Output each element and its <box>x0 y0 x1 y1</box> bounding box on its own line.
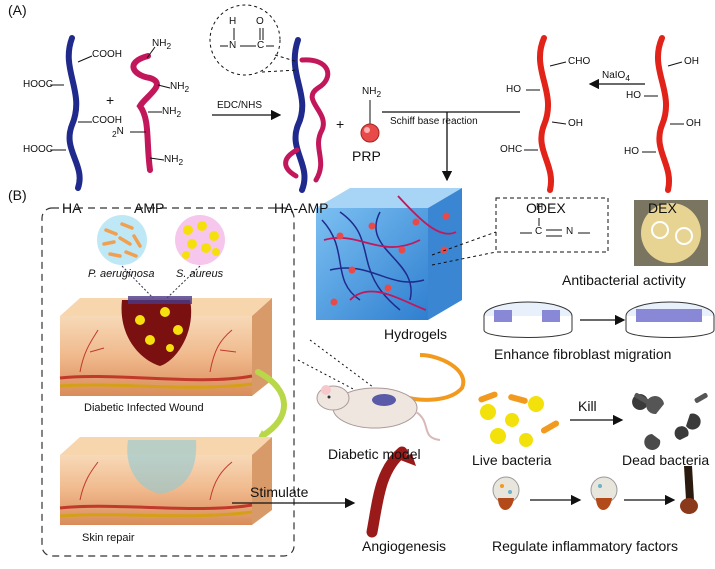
prp-nh2-sub: 2 <box>376 89 382 99</box>
infected-skin-block <box>59 296 272 396</box>
prp-nh2: NH2 <box>362 86 381 99</box>
dead-bacteria-label: Dead bacteria <box>622 452 710 468</box>
naio4-sub: 4 <box>625 73 630 83</box>
ha-amp-label: HA-AMP <box>274 200 329 216</box>
ha-cooh-top: COOH <box>92 49 122 60</box>
ha-chain <box>65 35 83 191</box>
angiogenesis-label: Angiogenesis <box>362 538 447 554</box>
dex-label: DEX <box>648 200 677 216</box>
dex-ho-1: HO <box>626 90 641 101</box>
amp-nh2-bottom-text: NH <box>164 154 179 165</box>
panel-b-label: (B) <box>8 187 27 203</box>
diabetic-model-label: Diabetic model <box>328 446 421 462</box>
amp-nh2-2-sub: 2 <box>184 84 190 94</box>
hydrogel-cube <box>316 188 462 320</box>
sa-label: S. aureus <box>176 268 224 280</box>
amp-h2n-text: N <box>116 126 124 137</box>
fibroblast-label: Enhance fibroblast migration <box>494 346 672 362</box>
naio4-label: NaIO4 <box>602 70 630 83</box>
repaired-skin-block <box>59 437 272 525</box>
amp-nh2-top: NH2 <box>152 38 171 51</box>
odex-oh: OH <box>568 118 583 129</box>
odex-chain <box>537 35 555 193</box>
follicle-before <box>492 476 520 510</box>
antibacterial-label: Antibacterial activity <box>562 272 686 288</box>
amp-h2n-sub: 2 <box>112 129 117 139</box>
odex-ho: HO <box>506 84 521 95</box>
blood-vessel <box>366 446 408 538</box>
dex-oh-1: OH <box>684 56 699 67</box>
infected-wound-label: Diabetic Infected Wound <box>84 402 204 414</box>
edc-nhs-label: EDC/NHS <box>217 100 263 111</box>
follicle-middle <box>590 476 618 510</box>
healing-arrow <box>255 369 287 439</box>
odex-ohc: OHC <box>500 144 523 155</box>
amp-nh2-2: NH2 <box>170 81 189 94</box>
amp-nh2-top-text: NH <box>152 38 167 49</box>
amide-o: O <box>256 16 264 27</box>
kill-label: Kill <box>578 398 597 414</box>
prp-label: PRP <box>352 148 381 164</box>
ha-cooh-low: COOH <box>92 115 122 126</box>
pa-label: P. aeruginosa <box>88 268 155 280</box>
live-bacteria-group <box>478 391 560 447</box>
imine-h: H <box>536 202 544 213</box>
amp-nh2-2-text: NH <box>170 81 185 92</box>
live-bacteria-label: Live bacteria <box>472 452 552 468</box>
prp-sphere <box>360 123 380 143</box>
dead-bacteria-group <box>632 393 708 450</box>
ha-hooc-mid: HOOC <box>23 79 53 90</box>
prp-nh2-text: NH <box>362 86 377 97</box>
amide-c: C <box>257 40 265 51</box>
amp-nh2-bottom: NH2 <box>164 154 183 167</box>
amide-zoom-circle <box>209 4 281 76</box>
amp-nh2-3: NH2 <box>162 106 181 119</box>
amp-chain <box>130 53 160 173</box>
imine-n: N <box>566 226 574 237</box>
dex-oh-2: OH <box>686 118 701 129</box>
imine-zoom-box <box>495 197 609 253</box>
amp-nh2-3-sub: 2 <box>176 109 182 119</box>
follicle-after <box>680 466 698 514</box>
amp-label: AMP <box>134 200 165 216</box>
migration-dish-after <box>625 301 715 338</box>
amp-nh2-bottom-sub: 2 <box>178 157 184 167</box>
amp-nh2-top-sub: 2 <box>166 41 172 51</box>
inflammatory-label: Regulate inflammatory factors <box>492 538 678 554</box>
plus-sign-2: + <box>336 116 345 132</box>
panel-a-label: (A) <box>8 2 27 18</box>
amide-h: H <box>229 16 237 27</box>
migration-dish-before <box>483 301 573 338</box>
dex-ho-2: HO <box>624 146 639 157</box>
ha-label: HA <box>62 200 82 216</box>
imine-c: C <box>535 226 543 237</box>
wound-panel-frame <box>41 207 295 557</box>
skin-repair-label: Skin repair <box>82 532 135 544</box>
odex-label: ODEX <box>526 200 566 216</box>
diabetic-mouse <box>316 385 441 441</box>
hydrogels-label: Hydrogels <box>384 326 448 342</box>
amp-h2n: 2N <box>112 126 124 139</box>
odex-cho: CHO <box>568 56 591 67</box>
dex-chain <box>655 35 673 193</box>
ha-amp-chain <box>291 37 308 193</box>
stimulate-label: Stimulate <box>250 484 309 500</box>
schiff-base-label: Schiff base reaction <box>390 116 478 127</box>
ha-hooc-bottom: HOOC <box>23 144 53 155</box>
hydrogel-to-model-arrow <box>401 353 466 402</box>
naio4-text: NaIO <box>602 70 626 81</box>
amide-n: N <box>229 40 237 51</box>
plus-sign-1: + <box>106 92 115 108</box>
amp-nh2-3-text: NH <box>162 106 177 117</box>
